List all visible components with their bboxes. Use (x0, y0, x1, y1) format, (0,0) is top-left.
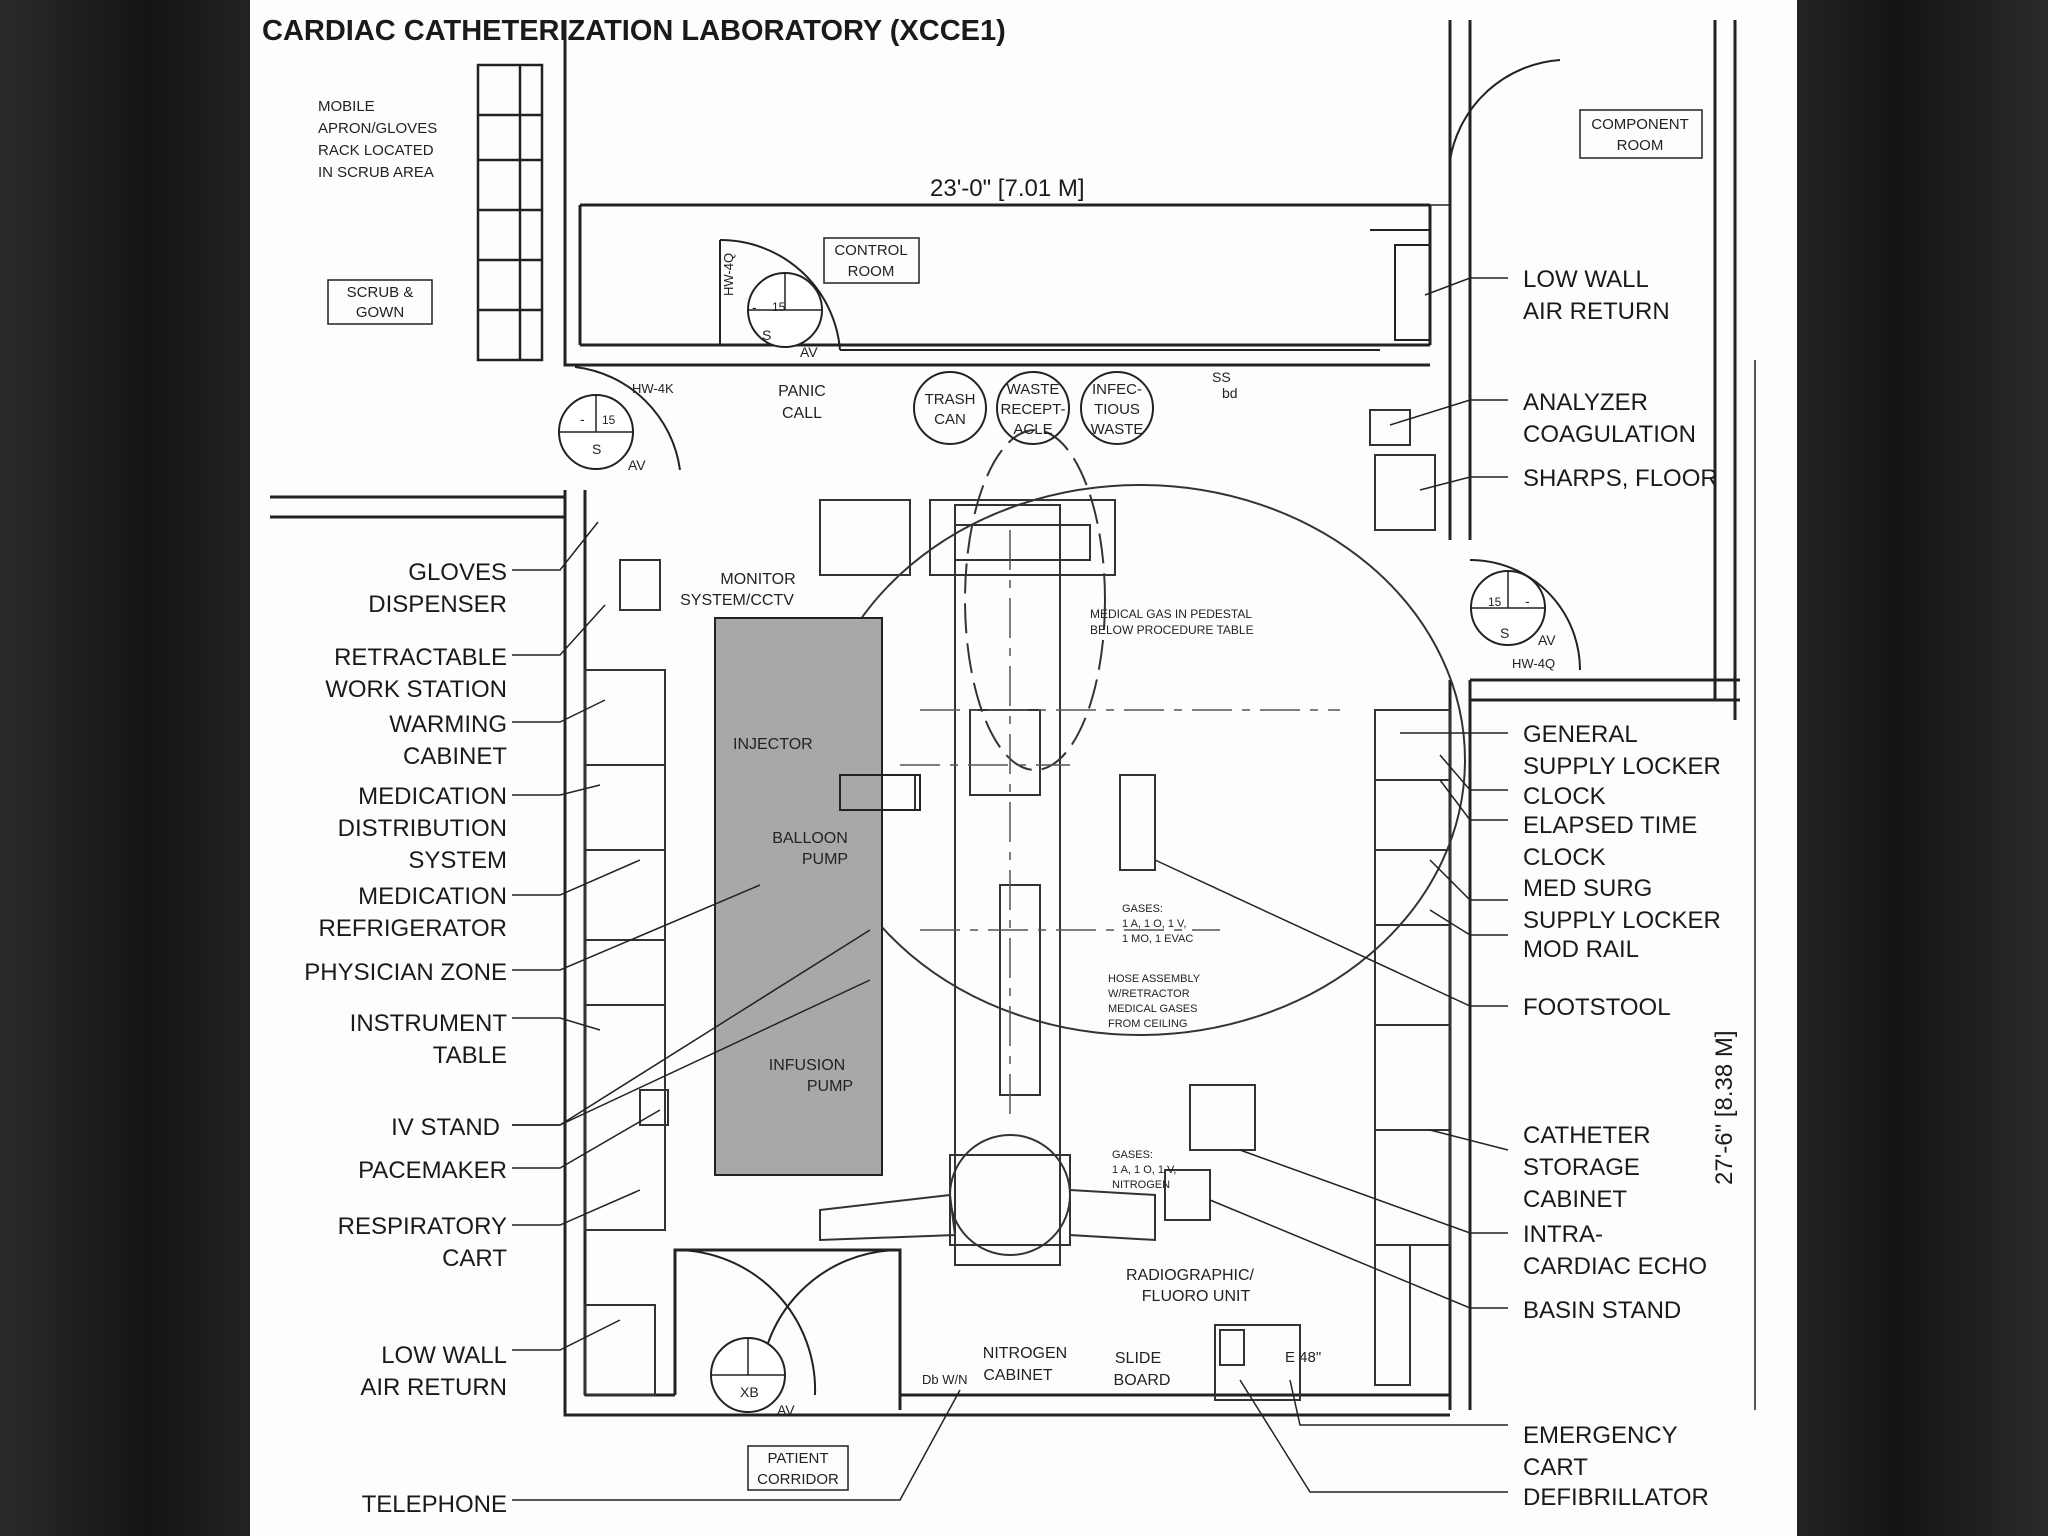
av-tag-4: AV (777, 1402, 795, 1418)
doors (574, 59, 1581, 1396)
physician-zone-area (714, 617, 883, 1176)
hose-assembly-note: HOSE ASSEMBLY W/RETRACTOR MEDICAL GASES … (1108, 973, 1203, 1030)
av-tag-3: AV (1538, 632, 1556, 648)
right-label-basin-stand: BASIN STAND (1523, 1297, 1681, 1324)
walls (270, 20, 1740, 1417)
s-tag-2: S (592, 441, 601, 457)
drawing-title: CARDIAC CATHETERIZATION LABORATORY (XCCE… (262, 15, 1006, 47)
apron-rack (476, 63, 544, 362)
dash-tag-1: - (752, 299, 757, 315)
xb-tag: XB (740, 1384, 759, 1400)
control-room-counter (840, 229, 1431, 351)
waste-receptacles (913, 371, 1154, 445)
left-label-pacemaker: PACEMAKER (358, 1157, 507, 1184)
door-tags (558, 272, 1546, 1413)
centerlines (900, 530, 1340, 1120)
n15-tag-3: 15 (1488, 595, 1502, 609)
patient-corridor-tag-box (747, 1445, 849, 1491)
n15-tag-1: 15 (772, 300, 786, 314)
scrub-gown-tag-box (327, 279, 433, 325)
left-label-telephone: TELEPHONE (362, 1491, 507, 1518)
av-tag-1: AV (800, 344, 818, 360)
dbwin-tag: Db W/N (922, 1372, 968, 1387)
right-label-mod-rail: MOD RAIL (1523, 936, 1639, 963)
scrub-gown-tag: SCRUB &GOWN (347, 284, 414, 321)
left-label-iv-stand: IV STAND (391, 1114, 500, 1141)
width-dimension-label: 23'-0" [7.01 M] (930, 175, 1085, 202)
right-label-clock: CLOCK (1523, 783, 1606, 810)
s-tag-3: S (1500, 625, 1509, 641)
balloon-pump-box (839, 774, 921, 811)
control-room-tag-box (823, 237, 920, 284)
component-room-tag-box (1579, 109, 1703, 159)
background-left-panel (0, 0, 250, 1536)
hw4q-top-tag: HW-4Q (721, 253, 736, 296)
right-label-footstool: FOOTSTOOL (1523, 994, 1671, 1021)
dimension-lines (580, 204, 1756, 1410)
radiographic-unit-label: RADIOGRAPHIC/FLUORO UNIT (1126, 1267, 1255, 1305)
right-label-intra-cardiac-echo: INTRA-CARDIAC ECHO (1523, 1221, 1707, 1280)
right-label-defibrillator: DEFIBRILLATOR (1523, 1484, 1709, 1511)
hw4q-right-tag: HW-4Q (1512, 656, 1555, 671)
room-equipment-outlines (584, 409, 1466, 1401)
mobile-apron-note: MOBILE APRON/GLOVES RACK LOCATED IN SCRU… (318, 98, 441, 181)
left-label-physician-zone: PHYSICIAN ZONE (304, 959, 507, 986)
e48-tag: E 48" (1285, 1349, 1321, 1366)
n15-tag-2: 15 (602, 413, 616, 427)
dash-tag-3: - (1525, 593, 1530, 609)
leader-lines (512, 277, 1509, 1501)
medical-gas-note: MEDICAL GAS IN PEDESTAL BELOW PROCEDURE … (1090, 607, 1255, 637)
right-label-sharps-floor: SHARPS, FLOOR (1523, 465, 1718, 492)
s-tag-1: S (762, 327, 771, 343)
bd-tag: bd (1222, 385, 1238, 401)
hw4k-tag: HW-4K (632, 381, 674, 396)
background-right-panel (1797, 0, 2048, 1536)
av-tag-2: AV (628, 457, 646, 473)
injector-label: INJECTOR (733, 736, 813, 753)
gases-bottom-note: GASES: 1 A, 1 O, 1 V, NITROGEN (1112, 1149, 1179, 1191)
height-dimension-label: 27'-6" [8.38 M] (1711, 1030, 1738, 1185)
ss-tag: SS (1212, 369, 1231, 385)
door-tag-dividers (559, 273, 1545, 1376)
dash-tag-2: - (580, 411, 585, 427)
gases-top-note: GASES: 1 A, 1 O, 1 V, 1 MO, 1 EVAC (1122, 903, 1193, 945)
